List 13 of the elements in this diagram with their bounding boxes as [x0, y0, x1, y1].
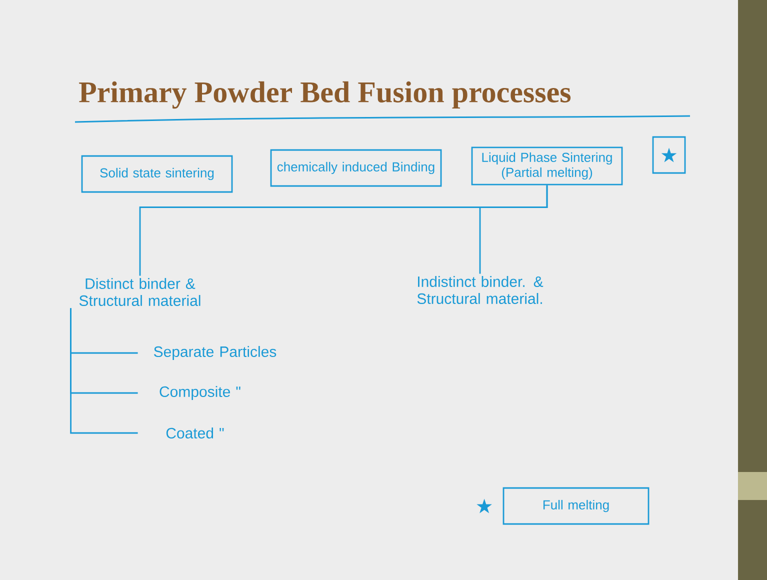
category-text: Indistinct binder. & Structural material.	[417, 276, 544, 304]
category-text: Coated "	[166, 428, 224, 438]
star-mark: ★	[476, 498, 492, 514]
connector-line	[479, 185, 548, 274]
category-text: Separate Particles	[154, 346, 276, 360]
process-box: Liquid Phase Sintering (Partial melting)	[471, 146, 623, 186]
category-text: Distinct binder & Structural material	[79, 278, 200, 306]
process-box: Full melting	[502, 487, 650, 525]
slide-title: Primary Powder Bed Fusion processes	[79, 81, 571, 109]
category-text: Composite "	[160, 386, 240, 400]
process-box: Solid state sintering	[81, 155, 233, 193]
process-box: chemically induced Binding	[270, 149, 442, 187]
connector-line	[70, 308, 138, 434]
